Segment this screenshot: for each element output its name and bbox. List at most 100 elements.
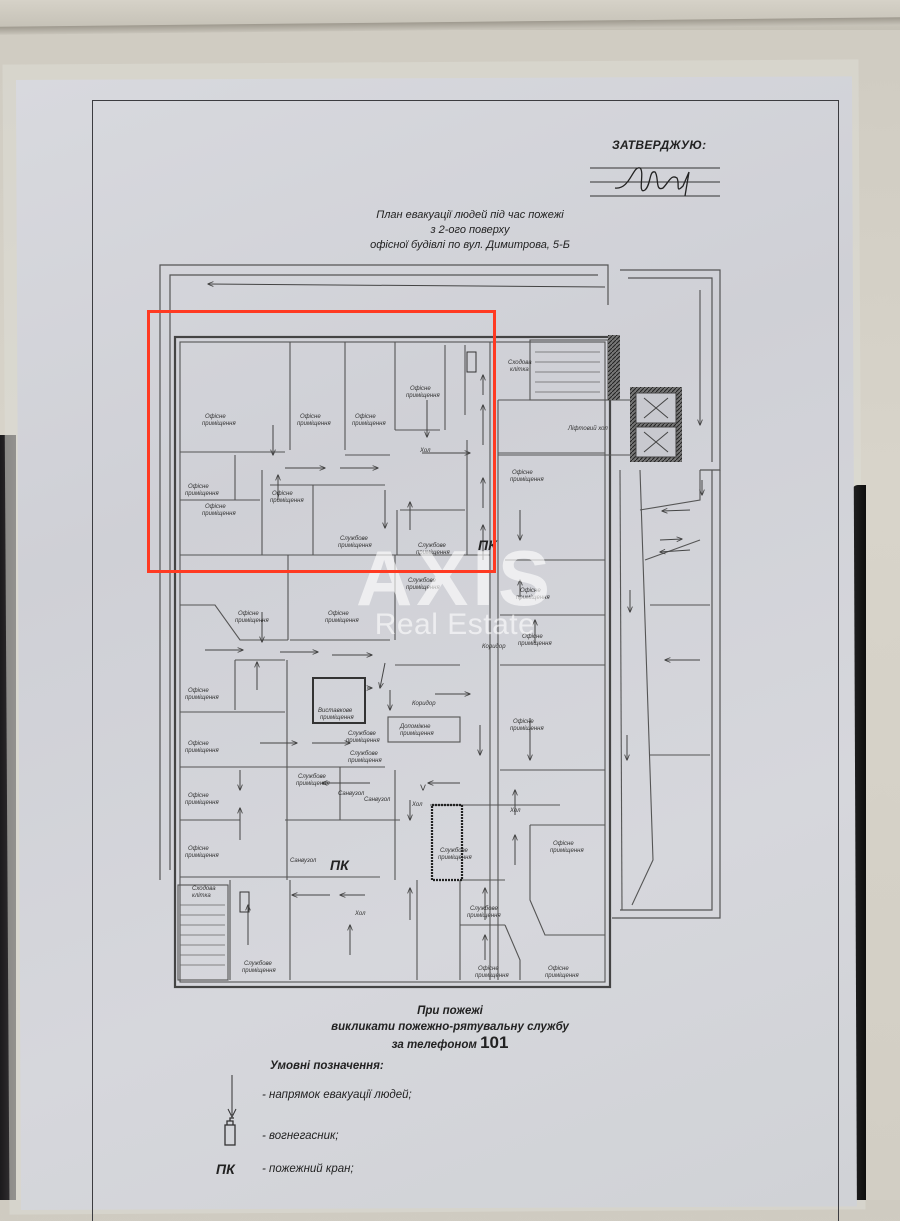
fire-note-line-3: за телефоном xyxy=(391,1039,477,1051)
fire-note-line-1: При пожежі xyxy=(417,1005,483,1017)
svg-text:Офісне: Офісне xyxy=(548,966,569,972)
fire-note-line-2: викликати пожежно-рятувальну службу xyxy=(331,1021,569,1033)
title-line-3: офісної будівлі по вул. Димитрова, 5-Б xyxy=(370,239,570,251)
svg-text:клітка: клітка xyxy=(192,893,211,899)
svg-text:приміщення: приміщення xyxy=(185,748,219,754)
svg-text:Хол: Хол xyxy=(354,911,366,917)
svg-text:Офісне: Офісне xyxy=(522,634,543,640)
fire-extinguisher-icon xyxy=(239,891,250,913)
legend-item-hydrant: - пожежний кран; xyxy=(262,1163,354,1175)
svg-text:Сходова: Сходова xyxy=(192,886,216,892)
svg-text:приміщення: приміщення xyxy=(338,543,372,549)
svg-text:Санвузол: Санвузол xyxy=(364,797,391,803)
svg-text:приміщення: приміщення xyxy=(545,973,579,979)
fire-emergency-note: При пожежі викликати пожежно-рятувальну … xyxy=(300,1003,600,1053)
svg-text:Офісне: Офісне xyxy=(355,414,376,420)
svg-text:приміщення: приміщення xyxy=(348,758,382,764)
svg-text:Хол: Хол xyxy=(411,802,423,808)
svg-text:Службове: Службове xyxy=(244,961,273,967)
fire-extinguisher-icon xyxy=(466,351,477,373)
svg-text:приміщення: приміщення xyxy=(416,550,450,556)
svg-text:Хол: Хол xyxy=(419,448,431,454)
svg-text:приміщення: приміщення xyxy=(202,421,236,427)
svg-text:приміщення: приміщення xyxy=(346,738,380,744)
svg-text:Службове: Службове xyxy=(470,906,499,912)
svg-text:приміщення: приміщення xyxy=(518,641,552,647)
svg-text:Офісне: Офісне xyxy=(188,484,209,490)
svg-text:Офісне: Офісне xyxy=(205,504,226,510)
svg-text:приміщення: приміщення xyxy=(400,731,434,737)
title-line-2: з 2-ого поверху xyxy=(430,224,510,236)
svg-text:Службове: Службове xyxy=(298,774,327,780)
svg-text:Офісне: Офісне xyxy=(478,966,499,972)
svg-text:Санвузол: Санвузол xyxy=(290,858,317,864)
svg-text:Службове: Службове xyxy=(418,543,447,549)
svg-text:Офісне: Офісне xyxy=(272,491,293,497)
plan-title: План евакуації людей під час пожежі з 2-… xyxy=(325,208,615,253)
svg-text:приміщення: приміщення xyxy=(185,853,219,859)
svg-text:приміщення: приміщення xyxy=(235,618,269,624)
svg-text:Офісне: Офісне xyxy=(513,719,534,725)
svg-text:Службове: Службове xyxy=(350,751,379,757)
svg-text:Офісне: Офісне xyxy=(238,611,259,617)
svg-text:Офісне: Офісне xyxy=(188,688,209,694)
fire-extinguisher-icon xyxy=(224,1117,236,1146)
svg-text:Сходова: Сходова xyxy=(508,360,532,366)
svg-text:клітка: клітка xyxy=(510,367,529,373)
svg-text:приміщення: приміщення xyxy=(406,393,440,399)
svg-text:приміщення: приміщення xyxy=(185,800,219,806)
highlighted-area xyxy=(147,310,496,573)
svg-text:приміщення: приміщення xyxy=(475,973,509,979)
approval-label: ЗАТВЕРДЖУЮ: xyxy=(612,138,707,152)
svg-text:приміщення: приміщення xyxy=(510,477,544,483)
sheet-border xyxy=(92,100,839,1221)
svg-text:приміщення: приміщення xyxy=(438,855,472,861)
legend-item-evacuation: - напрямок евакуації людей; xyxy=(262,1089,412,1101)
svg-text:Коридор: Коридор xyxy=(482,644,506,650)
svg-text:Допоміжне: Допоміжне xyxy=(399,724,431,730)
hydrant-symbol: ПК xyxy=(216,1161,235,1177)
svg-text:приміщення: приміщення xyxy=(550,848,584,854)
title-line-1: План евакуації людей під час пожежі xyxy=(376,209,564,221)
hydrant-label: ПК xyxy=(330,857,350,873)
svg-text:приміщення: приміщення xyxy=(325,618,359,624)
svg-text:приміщення: приміщення xyxy=(297,421,331,427)
legend-item-extinguisher: - вогнегасник; xyxy=(262,1130,339,1142)
svg-text:Офісне: Офісне xyxy=(410,386,431,392)
svg-text:Офісне: Офісне xyxy=(205,414,226,420)
svg-text:Службове: Службове xyxy=(440,848,469,854)
svg-text:Офісне: Офісне xyxy=(520,588,541,594)
svg-text:Ліфтовий хол: Ліфтовий хол xyxy=(567,425,608,432)
svg-text:приміщення: приміщення xyxy=(510,726,544,732)
svg-text:приміщення: приміщення xyxy=(185,695,219,701)
svg-text:Офісне: Офісне xyxy=(512,470,533,476)
svg-text:приміщення: приміщення xyxy=(185,491,219,497)
signature xyxy=(590,167,720,197)
arrow-down-icon xyxy=(227,1075,237,1119)
svg-text:Офісне: Офісне xyxy=(300,414,321,420)
svg-text:приміщення: приміщення xyxy=(516,595,550,601)
svg-text:приміщення: приміщення xyxy=(202,511,236,517)
svg-text:приміщення: приміщення xyxy=(242,968,276,974)
fire-phone-number: 101 xyxy=(480,1033,509,1052)
svg-text:приміщення: приміщення xyxy=(296,781,330,787)
svg-text:Коридор: Коридор xyxy=(412,701,436,707)
svg-text:Службове: Службове xyxy=(340,536,369,542)
svg-text:Санвузол: Санвузол xyxy=(338,791,365,797)
svg-text:приміщення: приміщення xyxy=(352,421,386,427)
svg-text:Офісне: Офісне xyxy=(328,611,349,617)
svg-text:Виставкове: Виставкове xyxy=(318,708,353,714)
svg-text:приміщення: приміщення xyxy=(406,585,440,591)
svg-text:Службове: Службове xyxy=(408,578,437,584)
svg-text:Офісне: Офісне xyxy=(188,793,209,799)
svg-text:приміщення: приміщення xyxy=(320,715,354,721)
svg-text:приміщення: приміщення xyxy=(270,498,304,504)
svg-text:Офісне: Офісне xyxy=(188,846,209,852)
svg-text:Офісне: Офісне xyxy=(553,841,574,847)
svg-text:Офісне: Офісне xyxy=(188,741,209,747)
svg-text:Хол: Хол xyxy=(509,808,521,814)
svg-text:приміщення: приміщення xyxy=(467,913,501,919)
svg-text:Службове: Службове xyxy=(348,731,377,737)
legend-title: Умовні позначення: xyxy=(270,1060,384,1072)
